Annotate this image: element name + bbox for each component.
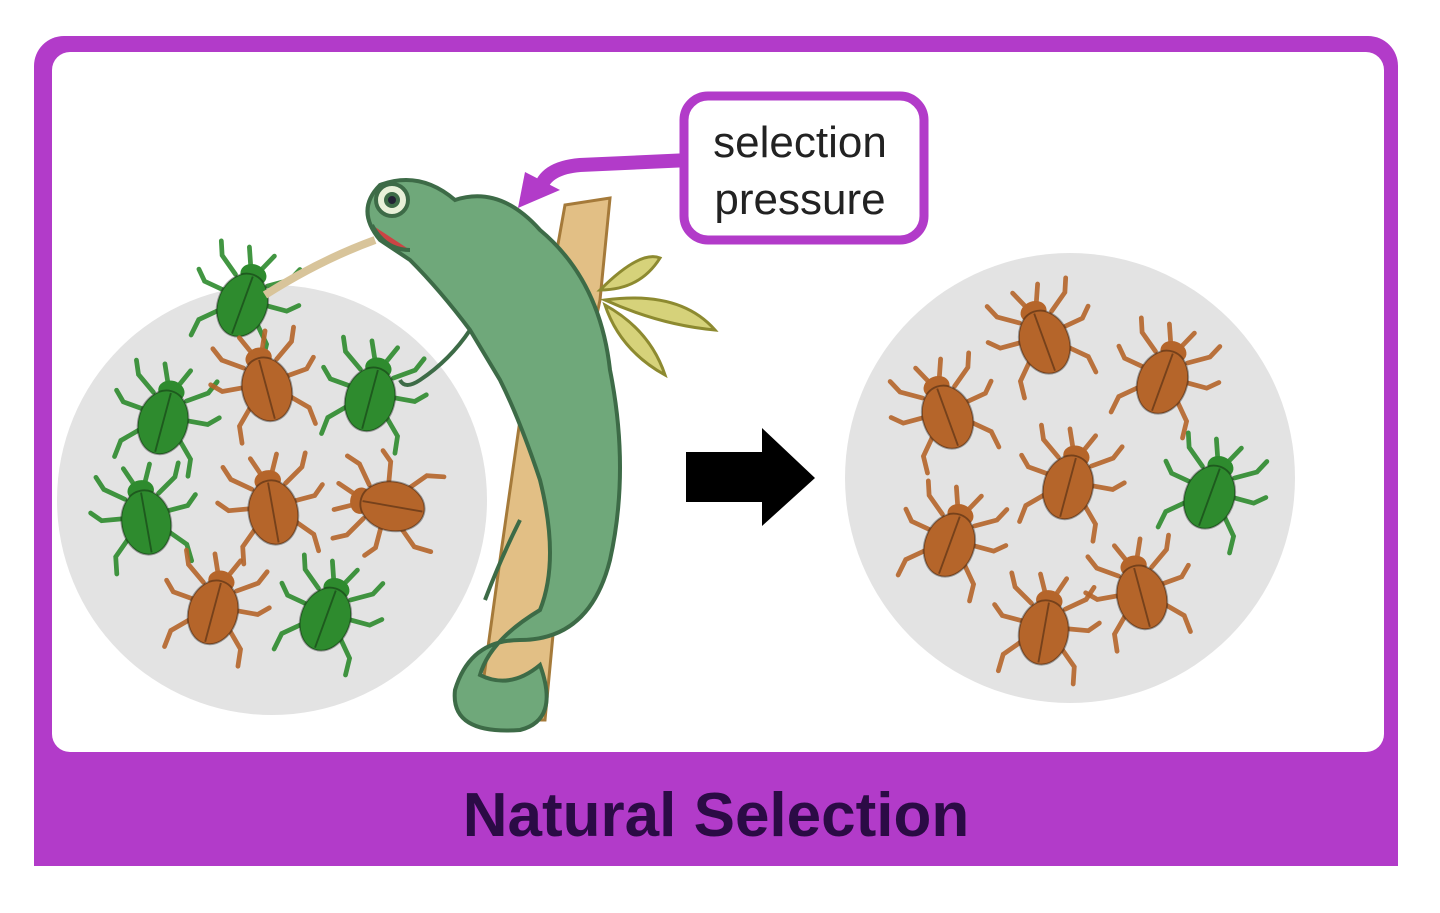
callout-box (679, 91, 929, 245)
right-arrow-icon (686, 428, 815, 526)
callout-line-1: selection (713, 118, 887, 167)
chameleon-illustration (262, 178, 622, 733)
callout-arrowhead-icon (518, 172, 560, 208)
title-bar (34, 752, 1398, 866)
leaves-illustration (596, 255, 719, 379)
callout-line-2: pressure (714, 175, 885, 224)
selection-pressure-callout: selection pressure (518, 91, 929, 245)
diagram-title: Natural Selection (463, 781, 969, 850)
